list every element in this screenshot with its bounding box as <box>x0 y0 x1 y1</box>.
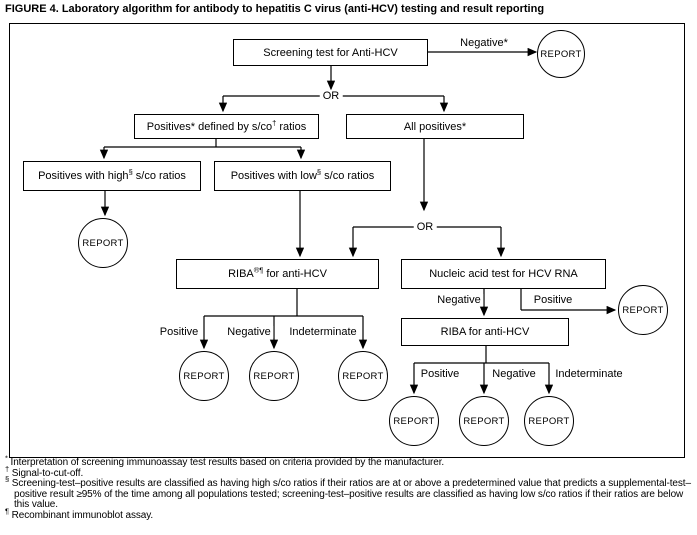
node-riba-1-label: RIBA®¶ for anti-HCV <box>228 265 327 280</box>
node-all-positives: All positives* <box>346 114 524 139</box>
edge-label-or-1: OR <box>319 90 343 102</box>
footnote-marker: ¶ <box>5 506 9 516</box>
label-part-post: for anti-HCV <box>263 268 327 280</box>
node-positives-sco-label: Positives* defined by s/co† ratios <box>146 117 307 133</box>
footnote-text: Recombinant immunoblot assay. <box>11 509 154 521</box>
node-high-sco-label: Positives with high§ s/co ratios <box>38 167 186 182</box>
node-riba-2-label: RIBA for anti-HCV <box>440 326 530 338</box>
label-part-sup: † <box>272 117 277 127</box>
label-part-sup: § <box>128 167 133 177</box>
node-low-sco: Positives with low§ s/co ratios <box>214 161 391 191</box>
node-low-sco-label: Positives with low§ s/co ratios <box>230 167 375 182</box>
edge-label-negative-star: Negative* <box>457 37 511 49</box>
node-positives-sco-ratios: Positives* defined by s/co† ratios <box>134 114 319 139</box>
report-circle-nat-positive: REPORT <box>618 285 668 335</box>
edge-label-nat-negative: Negative <box>434 294 484 306</box>
report-circle-riba2-positive: REPORT <box>389 396 439 446</box>
report-label: REPORT <box>253 370 295 382</box>
edge-label-nat-positive: Positive <box>530 294 576 306</box>
edge-label-riba2-negative: Negative <box>489 368 539 380</box>
report-label: REPORT <box>622 304 664 316</box>
report-label: REPORT <box>342 370 384 382</box>
report-circle-high-sco: REPORT <box>78 218 128 268</box>
node-screening-test: Screening test for Anti-HCV <box>233 39 428 66</box>
footnote-text: Screening-test–positive results are clas… <box>11 478 691 511</box>
footnote-text: Interpretation of screening immunoassay … <box>10 457 445 468</box>
footnote-list: * Interpretation of screening immunoassa… <box>5 454 693 522</box>
footnote-pilcrow: ¶ Recombinant immunoblot assay. <box>5 507 693 522</box>
node-riba-2: RIBA for anti-HCV <box>401 318 569 346</box>
node-screening-test-label: Screening test for Anti-HCV <box>263 46 398 59</box>
label-part-pre: RIBA <box>228 268 254 280</box>
node-all-positives-label: All positives* <box>403 120 467 133</box>
footnote-marker: * <box>5 453 8 463</box>
node-high-sco: Positives with high§ s/co ratios <box>23 161 201 191</box>
footnote-section: § Screening-test–positive results are cl… <box>5 476 693 511</box>
edge-label-riba1-indeterminate: Indeterminate <box>286 326 360 338</box>
edge-label-or-2: OR <box>413 221 437 233</box>
report-label: REPORT <box>540 48 582 60</box>
node-riba-1: RIBA®¶ for anti-HCV <box>176 259 379 289</box>
label-part-pre: Positives with low <box>230 170 317 182</box>
node-nucleic-acid-test-label: Nucleic acid test for HCV RNA <box>429 268 578 280</box>
edge-label-riba2-positive: Positive <box>417 368 463 380</box>
label-part-post: ratios <box>276 120 307 133</box>
footnote-asterisk: * Interpretation of screening immunoassa… <box>5 454 693 469</box>
label-part-post: s/co ratios <box>132 170 186 182</box>
footnote-marker: § <box>5 474 10 484</box>
label-part-pre: Positives* defined by s/co <box>146 120 273 133</box>
label-part-sup: ®¶ <box>253 265 264 275</box>
report-circle-riba2-indeterminate: REPORT <box>524 396 574 446</box>
report-label: REPORT <box>183 370 225 382</box>
footnote-text: Signal-to-cut-off. <box>11 467 84 479</box>
report-label: REPORT <box>393 415 435 427</box>
label-part-sup: § <box>316 167 322 177</box>
label-part-pre: Positives with high <box>38 170 129 182</box>
report-label: REPORT <box>82 237 124 249</box>
report-circle-screening-negative: REPORT <box>537 30 585 78</box>
node-nucleic-acid-test: Nucleic acid test for HCV RNA <box>401 259 606 289</box>
report-circle-riba1-positive: REPORT <box>179 351 229 401</box>
footnote-marker: † <box>5 464 10 474</box>
flowchart-panel: Screening test for Anti-HCV Positives* d… <box>9 23 685 458</box>
report-circle-riba2-negative: REPORT <box>459 396 509 446</box>
label-part-post: s/co ratios <box>321 170 375 182</box>
report-label: REPORT <box>463 415 505 427</box>
report-label: REPORT <box>528 415 570 427</box>
edge-label-riba2-indeterminate: Indeterminate <box>552 368 626 380</box>
edge-label-riba1-negative: Negative <box>224 326 274 338</box>
figure-title: FIGURE 4. Laboratory algorithm for antib… <box>5 3 545 15</box>
footnote-dagger: † Signal-to-cut-off. <box>5 465 693 480</box>
report-circle-riba1-negative: REPORT <box>249 351 299 401</box>
edge-label-riba1-positive: Positive <box>156 326 202 338</box>
report-circle-riba1-indeterminate: REPORT <box>338 351 388 401</box>
